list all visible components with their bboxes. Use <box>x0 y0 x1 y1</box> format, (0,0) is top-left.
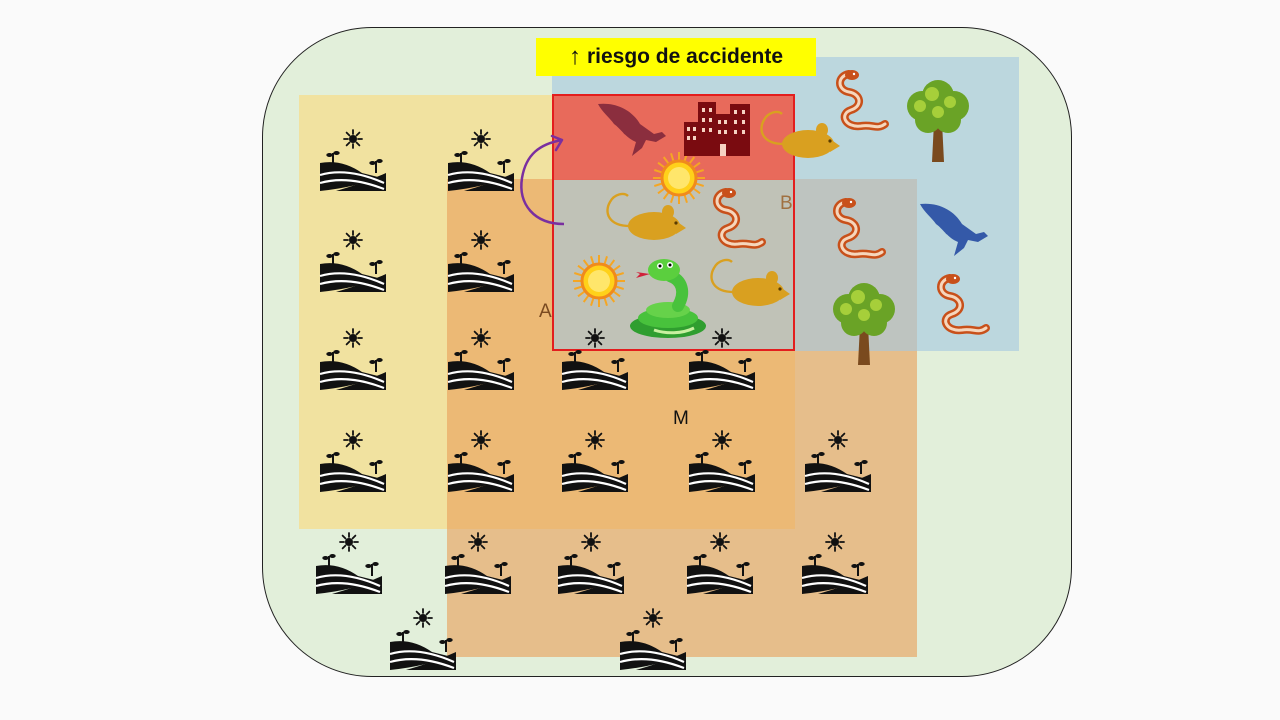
risk-banner-text: riesgo de accidente <box>586 45 784 68</box>
farm-field-icon <box>314 532 384 596</box>
zone-label-a: A <box>539 301 552 322</box>
farm-field-icon <box>803 430 873 494</box>
farm-field-icon <box>618 608 688 672</box>
sun-icon <box>572 254 626 308</box>
farm-field-icon <box>556 532 626 596</box>
farm-field-icon <box>318 230 388 294</box>
rat-icon <box>602 190 686 242</box>
zone-label-m: M <box>673 408 689 429</box>
farm-field-icon <box>443 532 513 596</box>
farm-field-icon <box>687 328 757 392</box>
sun-icon <box>652 151 706 205</box>
farm-field-icon <box>560 328 630 392</box>
farm-field-icon <box>446 230 516 294</box>
snake-icon <box>934 272 992 340</box>
eagle-icon <box>596 98 668 162</box>
farm-field-icon <box>800 532 870 596</box>
farm-field-icon <box>446 430 516 494</box>
farm-field-icon <box>318 129 388 193</box>
rat-icon <box>706 256 790 308</box>
farm-field-icon <box>318 430 388 494</box>
curved-arrow-icon <box>516 134 576 230</box>
tree-icon <box>902 80 974 162</box>
farm-field-icon <box>446 328 516 392</box>
farm-field-icon <box>560 430 630 494</box>
eagle-icon <box>918 198 990 262</box>
farm-field-icon <box>318 328 388 392</box>
rat-icon <box>756 108 840 160</box>
farm-field-icon <box>685 532 755 596</box>
snake-icon <box>710 186 768 254</box>
zone-label-b: B <box>780 193 793 214</box>
snake-icon <box>830 196 888 264</box>
farm-field-icon <box>446 129 516 193</box>
city-buildings-icon <box>684 100 754 156</box>
up-arrow-icon: ↑ <box>568 43 581 70</box>
green-snake-icon <box>626 256 712 340</box>
risk-banner: ↑ riesgo de accidente <box>536 38 816 76</box>
snake-icon <box>833 68 891 136</box>
farm-field-icon <box>388 608 458 672</box>
farm-field-icon <box>687 430 757 494</box>
tree-icon <box>828 283 900 365</box>
